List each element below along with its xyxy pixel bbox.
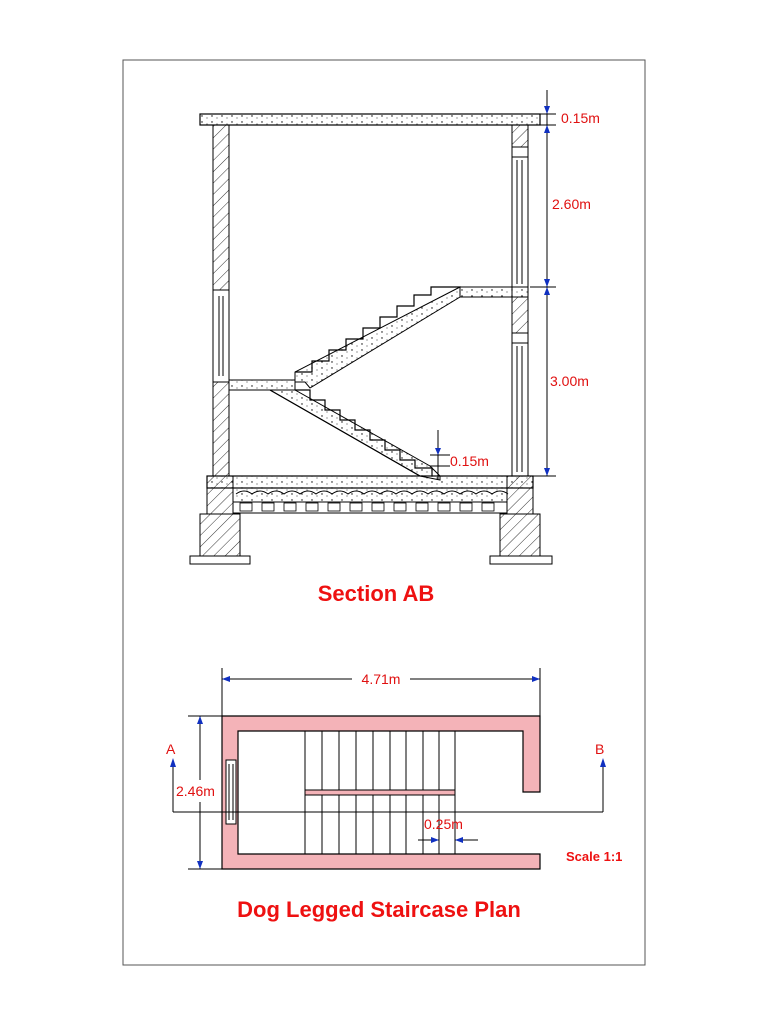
left-footing (189, 475, 251, 565)
dim-slab-top: 0.15m (561, 110, 600, 126)
roof-slab (199, 113, 541, 126)
dim-upper-height: 2.60m (552, 196, 591, 212)
dim-plan-height: 2.46m (176, 783, 215, 799)
mid-landing (228, 379, 296, 391)
lower-flight (268, 389, 441, 481)
plan-walls (221, 715, 541, 870)
left-wall (212, 124, 230, 477)
plan-mid-wall (304, 789, 456, 796)
section-dimensions (430, 90, 556, 480)
scale-label: Scale 1:1 (566, 849, 622, 864)
plan-height-dimension (188, 715, 222, 870)
section-title: Section AB (318, 581, 435, 606)
plan-title: Dog Legged Staircase Plan (237, 897, 521, 922)
plan-drawing: 4.71m 2.46m (166, 668, 622, 922)
marker-a: A (166, 741, 176, 757)
right-wall (511, 124, 529, 477)
dim-lower-height: 3.00m (550, 373, 589, 389)
plan-width-dimension (221, 668, 541, 716)
marker-b: B (595, 741, 604, 757)
dim-landing: 0.15m (450, 453, 489, 469)
section-drawing: 0.15m 2.60m 3.00m 0.15m Section AB (189, 90, 600, 606)
sheet-border (122, 59, 646, 966)
plan-window (225, 759, 237, 825)
dim-plan-width: 4.71m (362, 671, 401, 687)
tread-dimension (418, 830, 478, 850)
right-footing (489, 475, 553, 565)
section-line-ab (170, 758, 606, 813)
upper-landing (459, 286, 513, 298)
upper-flight (294, 286, 461, 389)
ground-slab (206, 475, 534, 514)
dim-tread: 0.25m (424, 816, 463, 832)
